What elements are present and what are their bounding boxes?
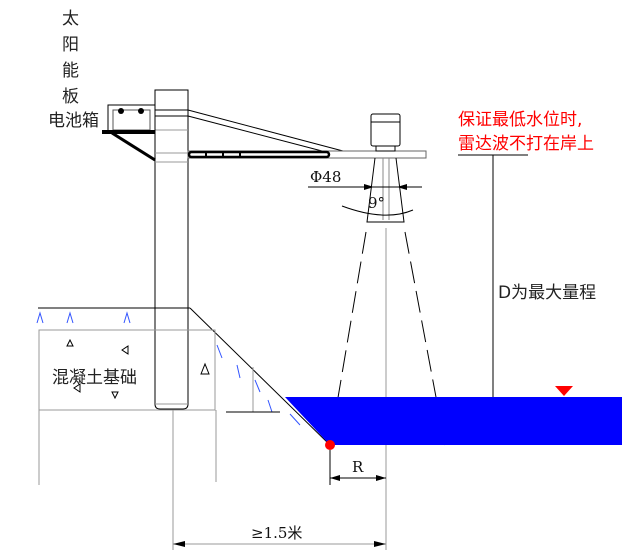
battery-box-label: 电池箱 <box>48 111 99 131</box>
solar-char: 阳 <box>62 35 79 55</box>
beam-edge-point <box>325 440 335 450</box>
mounting-arm <box>187 109 427 159</box>
distance-label: ≥1.5米 <box>251 524 302 542</box>
ground <box>36 307 331 485</box>
water-level-marker <box>555 386 573 396</box>
angle-label: 9° <box>368 194 385 212</box>
solar-char: 能 <box>62 61 79 81</box>
note-line-1: 保证最低水位时, <box>458 110 582 130</box>
solar-char: 板 <box>62 87 79 107</box>
distance-dimension: ≥1.5米 <box>172 410 386 550</box>
solar-panel-label: 太 阳 能 板 <box>62 9 79 107</box>
aggregate-marks <box>66 338 210 400</box>
battery-box <box>102 104 156 162</box>
water-body <box>285 397 622 445</box>
angle-dimension: 9° <box>341 194 414 216</box>
note-line-2: 雷达波不打在岸上 <box>458 134 594 154</box>
pole <box>154 89 189 410</box>
diameter-dimension: Φ48 <box>308 168 422 190</box>
diameter-label: Φ48 <box>310 168 341 186</box>
max-range-label: D为最大量程 <box>498 283 596 303</box>
foundation-label: 混凝土基础 <box>52 368 137 388</box>
radius-dimension: R <box>329 450 386 485</box>
radar-sensor <box>366 113 405 223</box>
solar-char: 太 <box>62 9 79 29</box>
radius-label: R <box>352 458 364 476</box>
